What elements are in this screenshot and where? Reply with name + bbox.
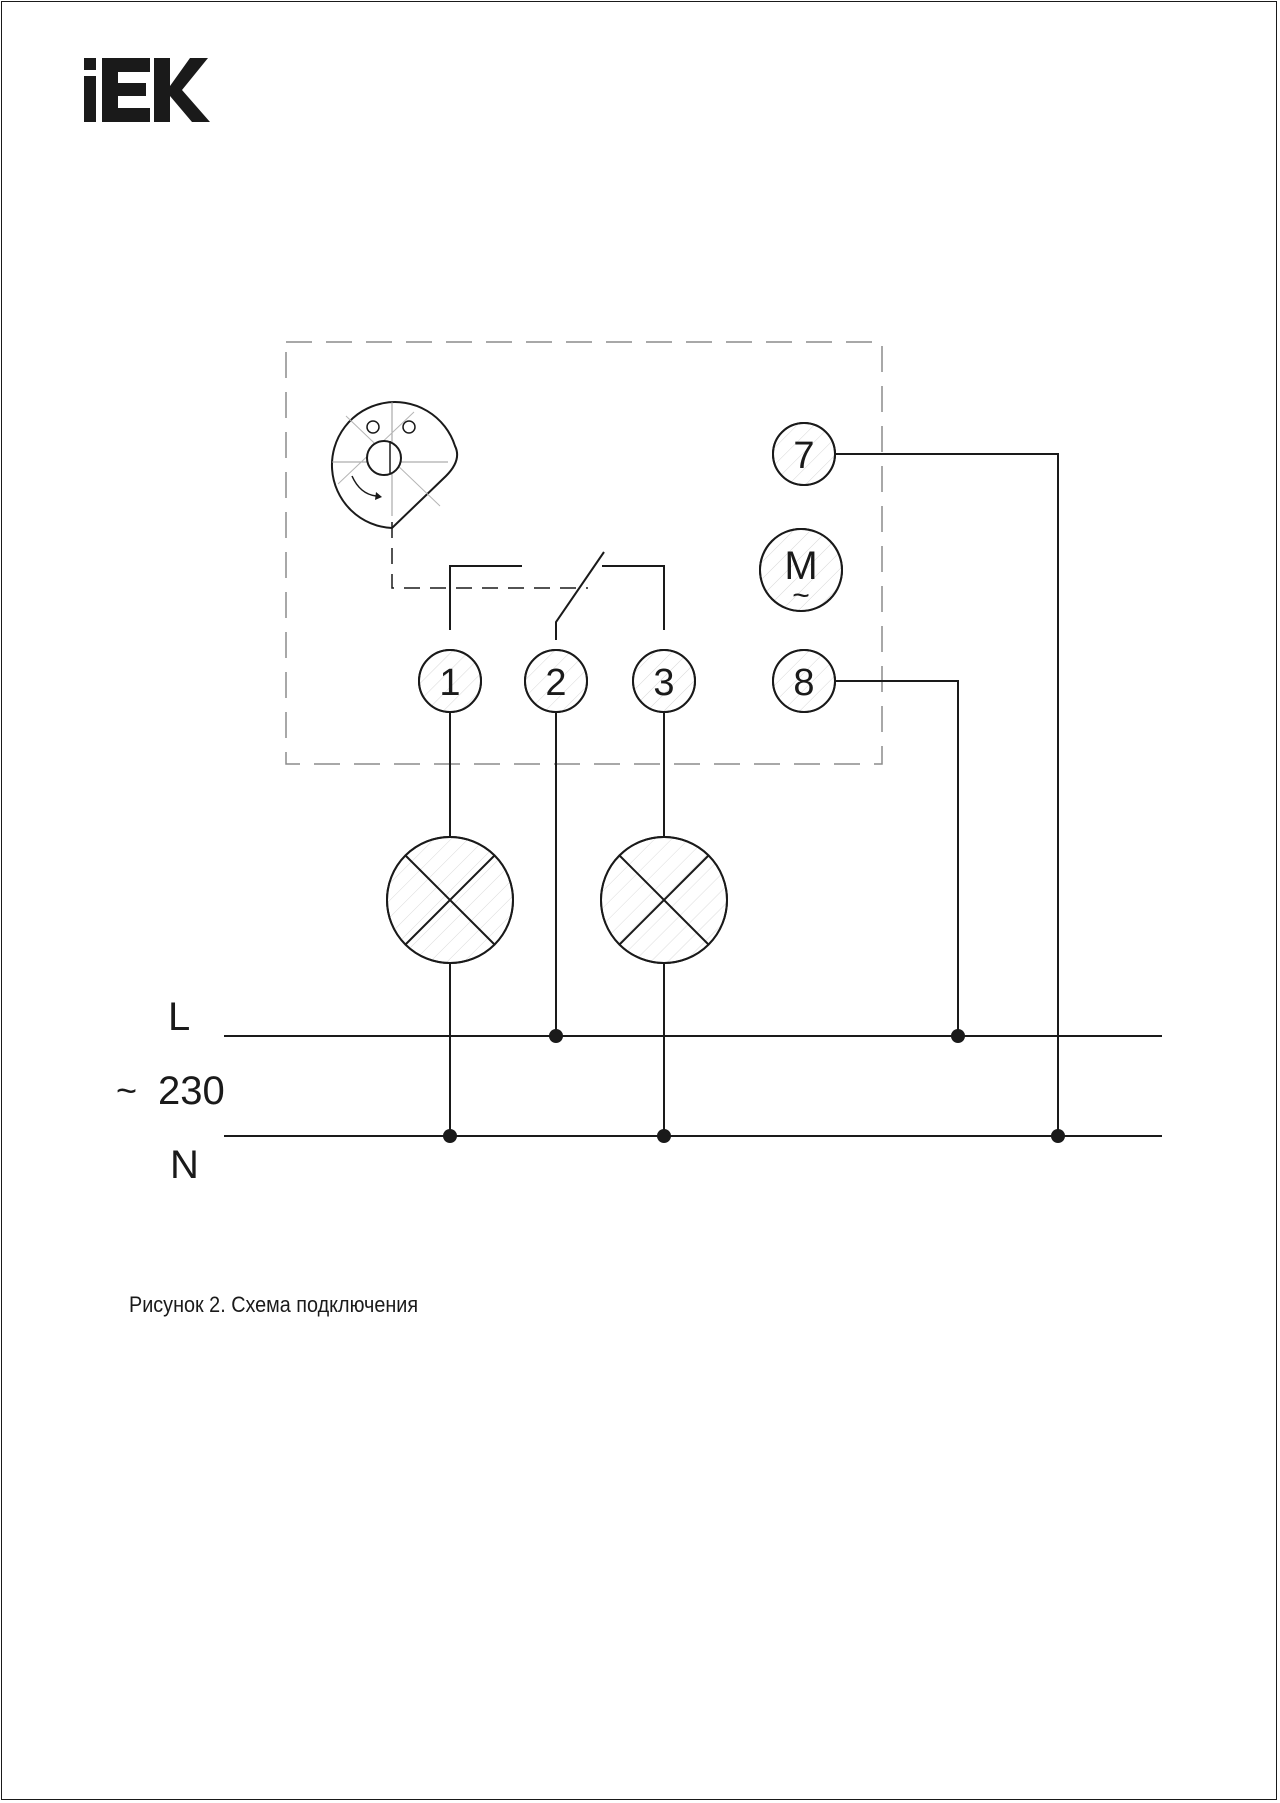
terminal-7-label: 7 (793, 435, 814, 477)
terminal-3-label: 3 (653, 662, 674, 704)
terminal-7: 7 (772, 422, 836, 486)
terminal-1-label: 1 (439, 662, 460, 704)
motor-icon: M ~ (759, 528, 843, 612)
terminal-2: 2 (524, 649, 588, 713)
light-sensor-icon (330, 401, 459, 530)
wires (224, 453, 1162, 1137)
sensor-switch-link (391, 522, 588, 589)
neutral-label: N (170, 1143, 199, 1187)
motor-ac-symbol: ~ (792, 579, 810, 612)
terminal-3: 3 (632, 649, 696, 713)
terminal-1: 1 (418, 649, 482, 713)
lamp-1 (386, 836, 514, 964)
figure-caption: Рисунок 2. Схема подключения (129, 1292, 419, 1317)
iek-logo (84, 58, 210, 122)
device-housing (285, 341, 883, 765)
ac-symbol: ~ (116, 1070, 137, 1111)
junction-dots (443, 1029, 1065, 1143)
terminal-8-label: 8 (793, 662, 814, 704)
terminal-2-label: 2 (545, 662, 566, 704)
terminal-8: 8 (772, 649, 836, 713)
voltage-label: 230 (158, 1069, 225, 1113)
lamp-2 (600, 836, 728, 964)
phase-label: L (168, 995, 190, 1039)
motor-label: M (784, 544, 817, 588)
relay-switch (449, 551, 665, 640)
